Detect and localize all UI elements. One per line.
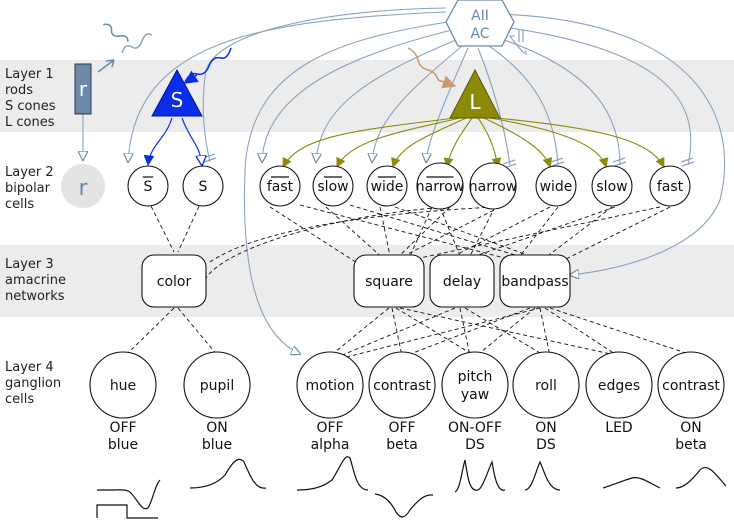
ganglion-type: ON-OFF bbox=[448, 420, 502, 436]
bipolar-cell: wide bbox=[366, 165, 408, 207]
ganglion-type: beta bbox=[386, 437, 418, 453]
bipolar-cell: S bbox=[127, 165, 169, 207]
ganglion-type: OFF bbox=[388, 420, 415, 436]
bipolar-label: narrow bbox=[416, 179, 464, 195]
ganglion-type: OFF bbox=[109, 420, 136, 436]
response-trace bbox=[374, 493, 434, 518]
response-trace bbox=[97, 479, 161, 510]
ganglion-type: alpha bbox=[311, 437, 350, 453]
response-traces bbox=[96, 456, 727, 519]
l-cone-photoreceptor: L bbox=[449, 68, 501, 119]
aii-connections bbox=[128, 11, 726, 354]
layer3-label: Layer 3 amacrine networks bbox=[5, 257, 70, 304]
layer1-band bbox=[0, 60, 734, 132]
ganglion-label: yaw bbox=[461, 387, 489, 403]
bipolar-label: narrow bbox=[469, 179, 517, 195]
ganglion-type: beta bbox=[675, 437, 707, 453]
amacrine-ganglion-wiring bbox=[124, 307, 696, 361]
aii-label-1: AII bbox=[471, 8, 489, 24]
stimulus-step-trace bbox=[96, 504, 158, 519]
bipolar-amacrine-wiring bbox=[147, 199, 671, 281]
aii-label-2: AC bbox=[470, 26, 489, 42]
ganglion-label: hue bbox=[110, 378, 136, 394]
layer4-label: Layer 4 ganglion cells bbox=[5, 360, 65, 407]
amacrine-network: bandpass bbox=[499, 254, 571, 308]
ganglion-type: ON bbox=[535, 420, 557, 436]
rod-photoreceptor: r bbox=[74, 63, 92, 115]
bipolar-label: fast bbox=[267, 179, 294, 195]
rod-bipolar-node: r bbox=[61, 164, 105, 208]
bipolar-cell: slow bbox=[312, 165, 354, 207]
amacrine-label: square bbox=[365, 274, 413, 290]
s-cone-photoreceptor: S bbox=[151, 68, 203, 117]
bipolar-cell: narrow bbox=[416, 162, 464, 210]
response-trace bbox=[675, 466, 727, 489]
ganglion-type: LED bbox=[605, 420, 632, 436]
layer1-label: Layer 1 rods S cones L cones bbox=[5, 67, 60, 130]
ganglion-label: contrast bbox=[662, 378, 720, 394]
bipolar-label: S bbox=[144, 179, 153, 195]
light-stimuli bbox=[97, 23, 457, 89]
bipolar-label: fast bbox=[657, 179, 684, 195]
l-cone-connections bbox=[282, 117, 665, 168]
bipolar-label: S bbox=[199, 179, 208, 195]
response-trace bbox=[296, 456, 369, 491]
ganglion-type: DS bbox=[536, 437, 556, 453]
rod-label: r bbox=[79, 77, 88, 101]
response-trace bbox=[524, 460, 561, 491]
ganglion-label: roll bbox=[535, 378, 557, 394]
response-trace bbox=[454, 459, 506, 493]
aii-ac-node: AII AC bbox=[445, 0, 515, 47]
ganglion-label: pitch bbox=[458, 369, 493, 385]
ganglion-type: OFF bbox=[316, 420, 343, 436]
layer2-label: Layer 2 bipolar cells bbox=[5, 165, 58, 212]
ganglion-type: ON bbox=[680, 420, 702, 436]
bipolar-cell: S bbox=[182, 165, 224, 207]
rod-bipolar-label: r bbox=[78, 176, 88, 201]
ganglion-type: blue bbox=[108, 437, 138, 453]
ganglion-type: blue bbox=[202, 437, 232, 453]
l-cone-label: L bbox=[469, 90, 481, 114]
bipolar-label: slow bbox=[596, 179, 627, 195]
ganglion-label: pupil bbox=[200, 378, 234, 394]
aii-to-s-bipolar bbox=[202, 7, 447, 163]
ganglion-label: edges bbox=[598, 378, 640, 394]
amacrine-network: color bbox=[141, 254, 207, 308]
ganglion-label: contrast bbox=[373, 378, 431, 394]
amacrine-label: delay bbox=[443, 274, 481, 290]
ganglion-type: ON bbox=[206, 420, 228, 436]
bipolar-cell: fast bbox=[649, 165, 691, 207]
amacrine-network: square bbox=[353, 254, 425, 308]
response-trace bbox=[189, 458, 267, 489]
s-cone-connections bbox=[143, 117, 202, 165]
bipolar-cell: narrow bbox=[469, 162, 517, 210]
amacrine-networks: color square delay bandpass bbox=[141, 254, 571, 308]
amacrine-label: bandpass bbox=[501, 274, 568, 290]
amacrine-network: delay bbox=[429, 254, 495, 308]
bipolar-label: wide bbox=[371, 179, 404, 195]
ganglion-cells: hueOFFbluepupilONbluemotionOFFalphacontr… bbox=[89, 351, 725, 453]
amacrine-label: color bbox=[157, 274, 192, 290]
s-cone-label: S bbox=[171, 88, 184, 112]
bipolar-label: slow bbox=[317, 179, 348, 195]
bipolar-label: wide bbox=[540, 179, 573, 195]
ganglion-label: motion bbox=[305, 378, 354, 394]
response-trace bbox=[602, 477, 661, 489]
bipolar-cell: wide bbox=[535, 165, 577, 207]
bipolar-cell: fast bbox=[259, 165, 301, 207]
ganglion-type: DS bbox=[465, 437, 485, 453]
bipolar-cell: slow bbox=[591, 165, 633, 207]
